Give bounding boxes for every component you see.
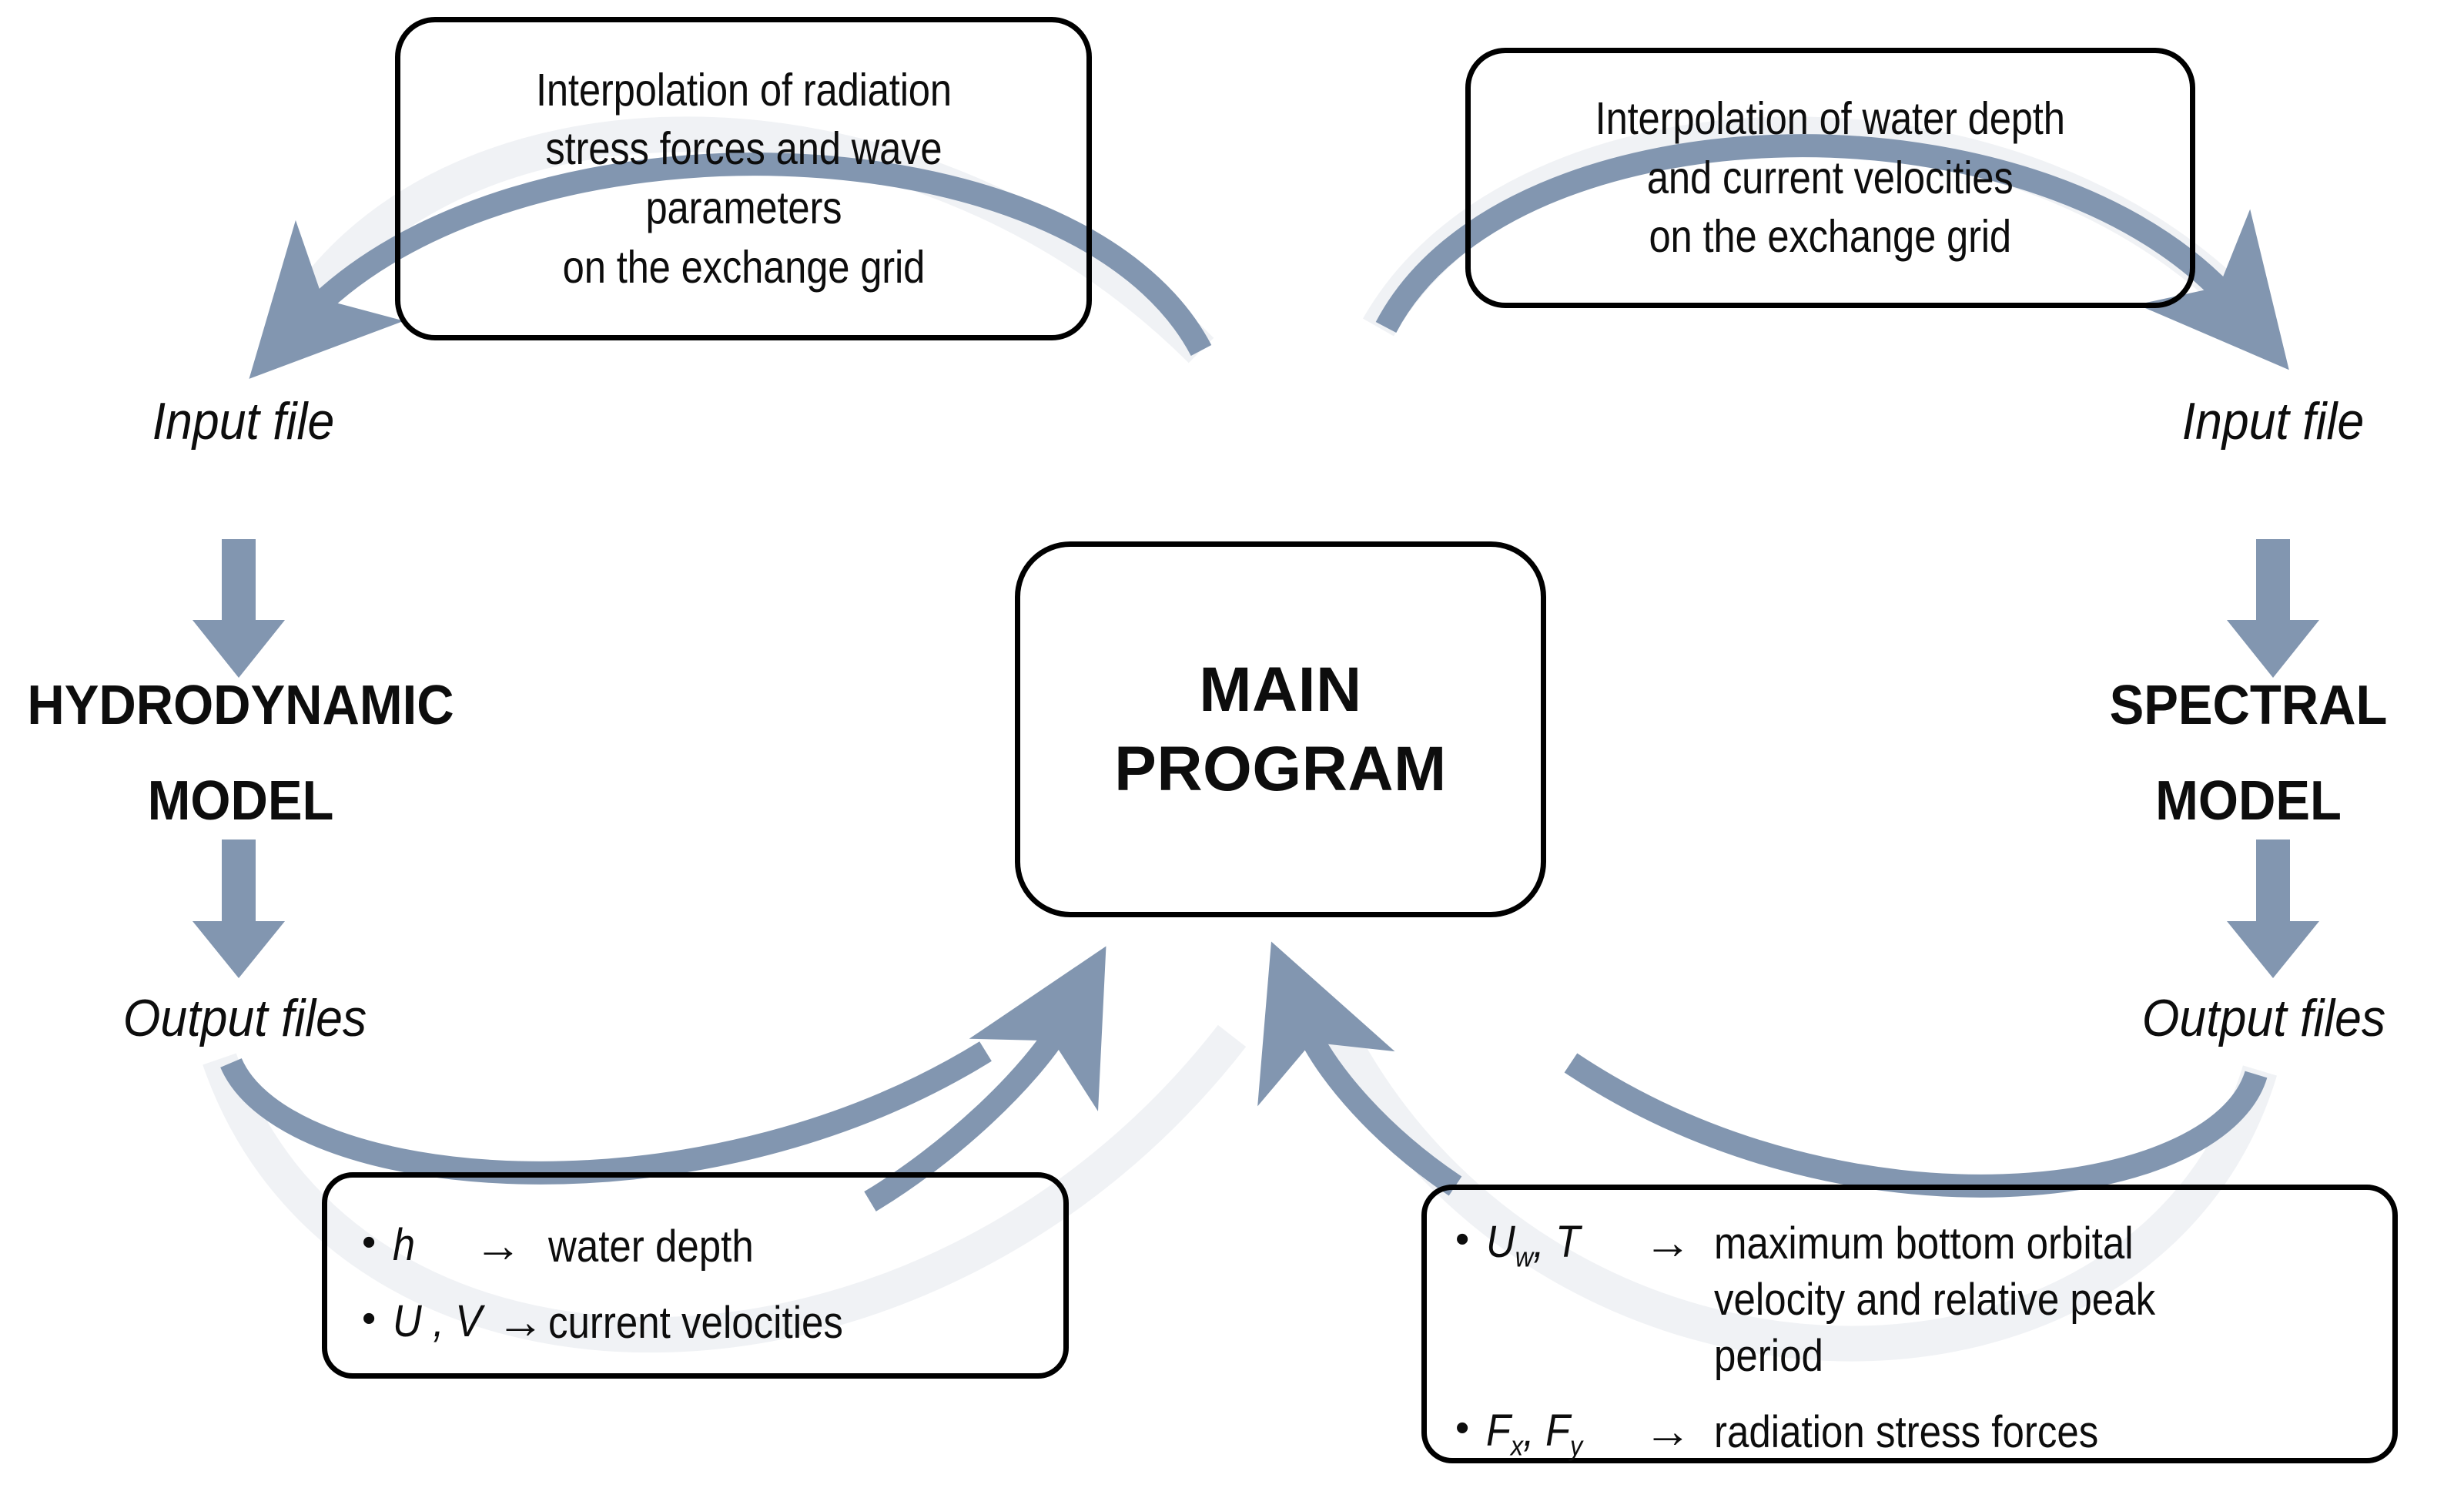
list-item: • U , V → current velocities <box>362 1295 1055 1351</box>
spectral-output-list: • Uw, T → maximum bottom orbital velocit… <box>1455 1215 2379 1483</box>
left-input-to-model-arrow <box>192 539 285 678</box>
main-program-line-1: MAIN <box>1199 654 1362 725</box>
spectral-model-line-2: MODEL <box>2155 769 2342 832</box>
top-left-box-text: Interpolation of radiation stress forces… <box>536 61 952 297</box>
right-arrow-icon: → <box>1644 1216 1692 1269</box>
top-right-box-text: Interpolation of water depth and current… <box>1595 89 2065 266</box>
top-left-interpolation-box: Interpolation of radiation stress forces… <box>395 17 1092 340</box>
top-right-line-1: Interpolation of water depth <box>1595 92 2066 144</box>
list-item: • Uw, T → maximum bottom orbital velocit… <box>1455 1215 2379 1384</box>
top-left-line-1: Interpolation of radiation <box>535 64 952 116</box>
bullet-icon: • <box>362 1220 377 1265</box>
symbol-u-v: U , V <box>393 1296 483 1347</box>
bullet-icon: • <box>1455 1406 1470 1451</box>
spectral-output-box <box>1421 1185 2398 1463</box>
left-model-to-output-arrow <box>192 840 285 978</box>
bottom-left-to-main-arrow <box>864 946 1106 1212</box>
description-orbital-velocity-peak-period: maximum bottom orbital velocity and rela… <box>1714 1218 2156 1382</box>
list-item: • Fx, Fy → radiation stress forces <box>1455 1404 2379 1463</box>
spectral-model-label: SPECTRAL MODEL <box>2048 659 2449 850</box>
bottom-right-to-main-arrow <box>1257 941 1462 1196</box>
bottom-right-arc-faded <box>1324 1027 2278 1362</box>
main-program-box: MAIN PROGRAM <box>1015 541 1546 917</box>
right-model-to-output-arrow <box>2227 840 2319 978</box>
right-output-files-label: Output files <box>2141 989 2386 1047</box>
right-arrow-icon: → <box>1644 1405 1692 1459</box>
symbol-h: h <box>393 1220 416 1270</box>
hydrodynamic-model-line-1: HYDRODYNAMIC <box>27 675 454 736</box>
top-left-line-2: stress forces and wave <box>544 123 942 175</box>
top-left-curved-arrow <box>249 152 1212 379</box>
main-program-line-2: PROGRAM <box>1114 734 1447 804</box>
symbol-fx-fy: Fx, Fy <box>1486 1406 1583 1462</box>
hydrodynamic-model-line-2: MODEL <box>147 769 334 832</box>
hydrodynamic-output-list: • h → water depth • U , V → current velo… <box>362 1218 1055 1371</box>
hydrodynamic-model-label: HYDRODYNAMIC MODEL <box>17 659 464 850</box>
bullet-icon: • <box>1455 1217 1470 1262</box>
top-right-line-2: and current velocities <box>1647 152 2014 203</box>
main-program-text: MAIN PROGRAM <box>1114 650 1447 809</box>
top-left-line-3: parameters <box>645 183 842 233</box>
left-output-files-label: Output files <box>122 989 367 1047</box>
top-right-line-3: on the exchange grid <box>1649 211 2012 263</box>
right-input-to-model-arrow <box>2227 539 2319 678</box>
left-input-file-label: Input file <box>152 392 335 451</box>
right-arrow-icon: → <box>497 1295 544 1349</box>
description-radiation-stress-forces: radiation stress forces <box>1714 1407 2099 1458</box>
right-arrow-icon: → <box>474 1219 522 1272</box>
bottom-left-curve-tail <box>220 1041 992 1185</box>
description-water-depth: water depth <box>548 1222 754 1272</box>
right-input-file-label: Input file <box>2181 392 2365 451</box>
top-right-interpolation-box: Interpolation of water depth and current… <box>1465 48 2195 308</box>
bottom-right-curve-tail <box>1564 1053 2268 1198</box>
symbol-uw-t: Uw, T <box>1486 1217 1580 1273</box>
hydrodynamic-output-box <box>322 1172 1069 1379</box>
bottom-left-arc-faded <box>203 1024 1247 1353</box>
top-left-line-4: on the exchange grid <box>562 241 925 293</box>
bullet-icon: • <box>362 1296 377 1342</box>
description-current-velocities: current velocities <box>548 1298 843 1349</box>
list-item: • h → water depth <box>362 1218 1055 1275</box>
spectral-model-line-1: SPECTRAL <box>2109 675 2388 736</box>
